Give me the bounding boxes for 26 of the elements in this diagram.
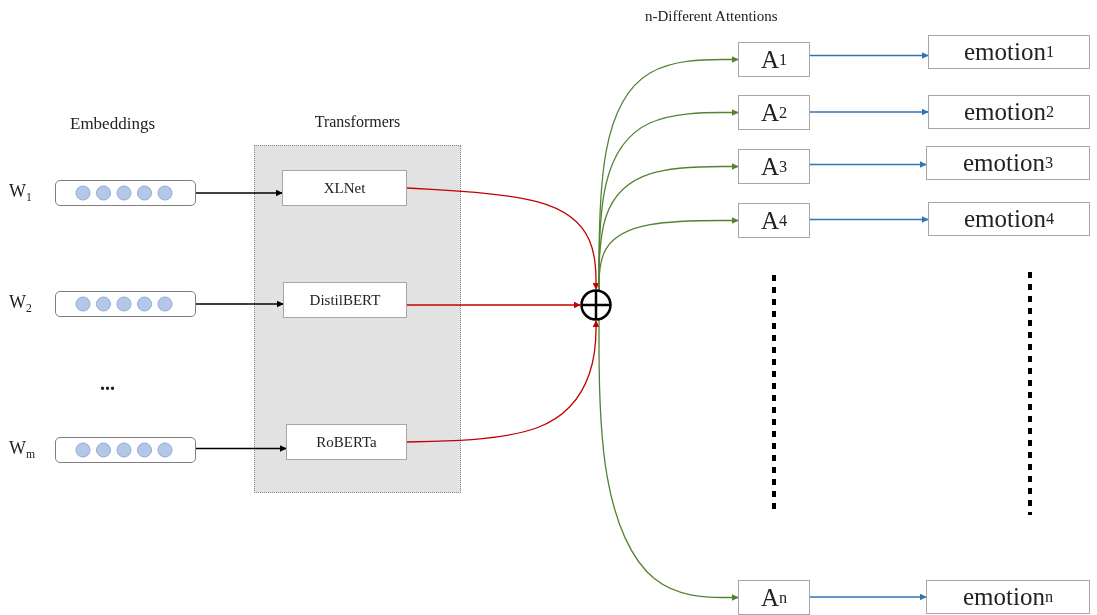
model-box: DistilBERT [283, 282, 407, 318]
arrow [809, 593, 927, 601]
arrow [195, 189, 283, 197]
vector-label: W$_{m}$ [9, 438, 36, 459]
vector-label: W$_{2}$ [9, 292, 32, 313]
arrow [195, 300, 284, 308]
arrow [195, 445, 287, 452]
arrow [598, 317, 739, 601]
arrow [809, 216, 929, 223]
embedding-vector [55, 291, 196, 317]
embedding-vector [55, 180, 196, 206]
arrow [406, 320, 600, 443]
arrow [809, 52, 929, 59]
group-heading: Transformers [313, 113, 402, 131]
arrow [406, 301, 581, 309]
arrow [406, 187, 600, 290]
embedding-vector [55, 437, 196, 463]
ellipsis: ... [100, 372, 115, 395]
arrow [809, 161, 927, 168]
sum-circle [580, 289, 612, 321]
vector-label: W$_{1}$ [9, 181, 32, 202]
model-box: RoBERTa [286, 424, 407, 460]
section-heading: Embeddings [70, 114, 155, 134]
model-box: XLNet [282, 170, 407, 206]
arrow [809, 108, 929, 116]
section-heading: n-Different Attentions [645, 8, 778, 25]
